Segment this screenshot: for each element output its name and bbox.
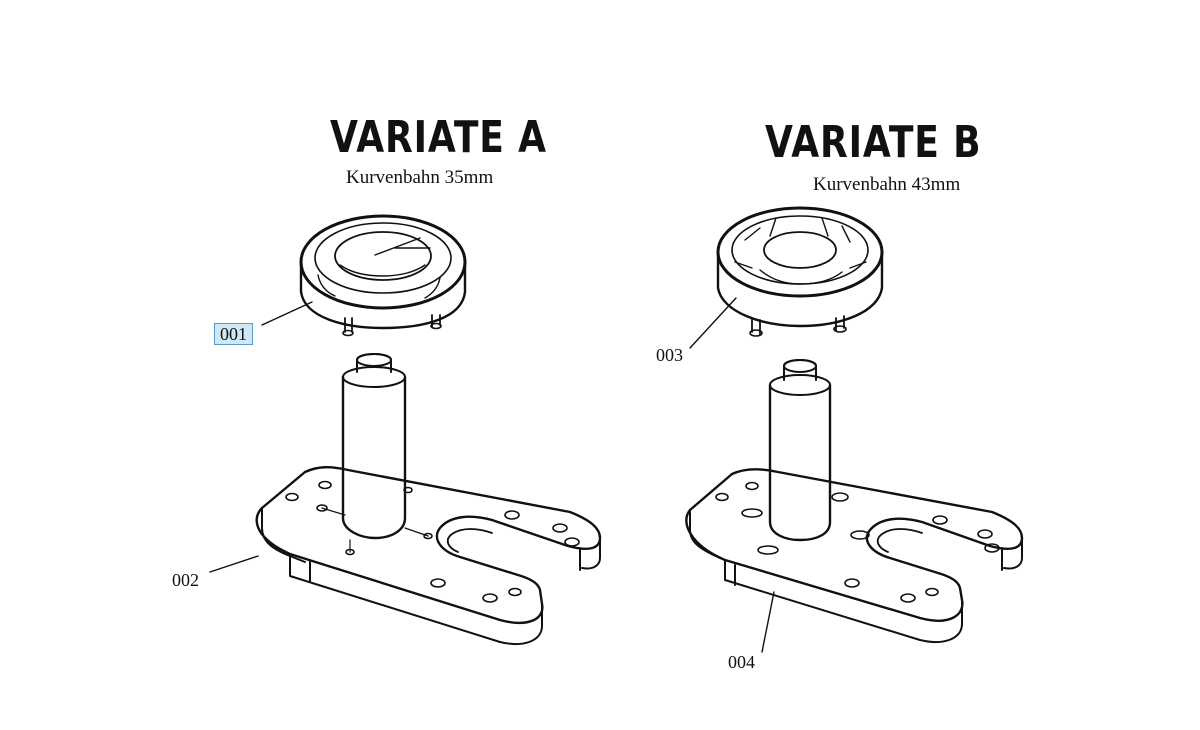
variant-a-column[interactable] [341, 353, 407, 540]
part-label-003[interactable]: 003 [656, 345, 683, 365]
part-label-002[interactable]: 002 [172, 570, 199, 590]
variant-a-cam-ring[interactable] [299, 214, 467, 337]
part-label-001[interactable]: 001 [214, 323, 253, 345]
part-label-004[interactable]: 004 [728, 652, 755, 672]
variant-a-title: VARIATE A [330, 112, 547, 163]
variant-a-subtitle: Kurvenbahn 35mm [346, 167, 494, 188]
leader-line-001 [261, 301, 313, 326]
leader-line-002 [209, 555, 259, 573]
variant-b-title: VARIATE B [765, 117, 982, 168]
variant-b-column[interactable] [768, 359, 832, 542]
variant-b-base-plate[interactable] [685, 468, 1024, 643]
leader-line-003 [689, 297, 737, 349]
variant-b-subtitle: Kurvenbahn 43mm [813, 174, 961, 195]
variant-b-cam-ring[interactable] [716, 206, 884, 337]
variant-a-base-plate[interactable] [255, 466, 602, 645]
leader-line-004 [761, 591, 775, 653]
